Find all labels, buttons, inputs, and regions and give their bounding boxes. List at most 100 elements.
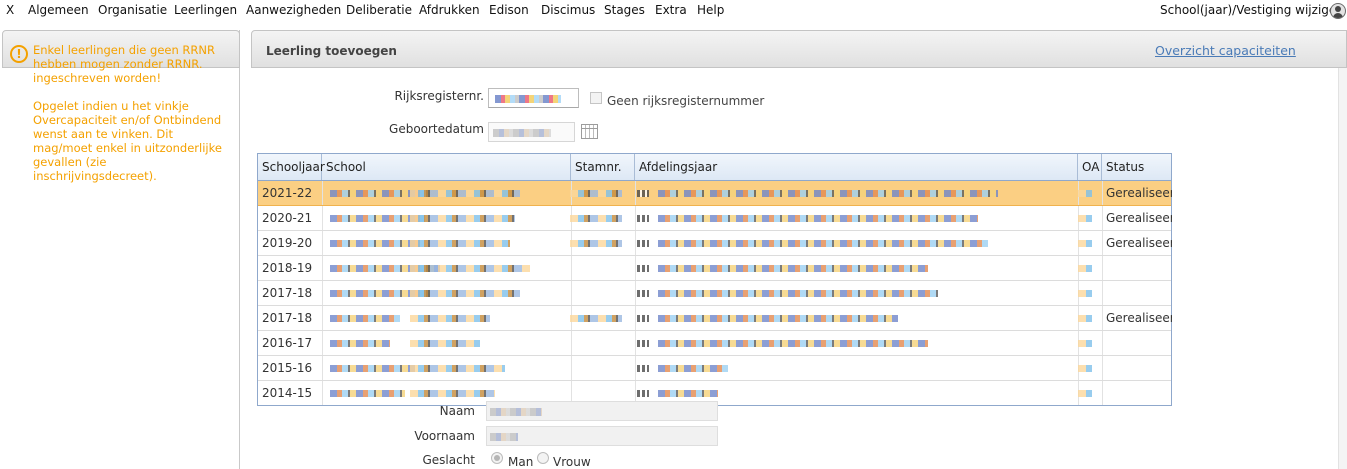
cell-status	[1102, 356, 1172, 380]
cell-schooljaar: 2018-19	[262, 261, 313, 275]
rrn-label: Rijksregisternr.	[394, 89, 484, 103]
redacted-school	[410, 190, 520, 197]
cell-status	[1102, 281, 1172, 305]
column-divider	[322, 231, 323, 255]
redacted-afdelingsjaar	[637, 265, 649, 272]
column-divider	[571, 256, 572, 280]
table-row[interactable]: 2014-15	[258, 381, 1171, 405]
column-divider	[571, 281, 572, 305]
table-row[interactable]: 2021-22Gerealiseerd	[258, 181, 1172, 206]
capacity-overview-link[interactable]: Overzicht capaciteiten	[1155, 43, 1296, 58]
gender-man-label: Man	[508, 455, 534, 469]
column-divider	[1102, 356, 1103, 380]
menu-discimus[interactable]: Discimus	[541, 3, 596, 17]
gender-man-radio[interactable]	[491, 452, 503, 464]
redacted-afdelingsjaar	[658, 390, 718, 397]
cell-status: Gerealiseerd	[1106, 311, 1172, 325]
column-divider	[571, 381, 572, 405]
column-divider	[1102, 181, 1103, 205]
menu-close[interactable]: X	[6, 3, 15, 17]
menu-deliberatie[interactable]: Deliberatie	[346, 3, 412, 17]
redacted-school	[330, 290, 430, 297]
column-divider	[1102, 306, 1103, 330]
menu-algemeen[interactable]: Algemeen	[28, 3, 89, 17]
column-divider	[635, 306, 636, 330]
redacted-afdelingsjaar	[658, 265, 928, 272]
redacted-afdelingsjaar	[658, 240, 988, 247]
column-header-stamnr[interactable]: Stamnr.	[571, 154, 635, 180]
column-divider	[322, 181, 323, 205]
menu-help[interactable]: Help	[697, 3, 725, 17]
redacted-school	[330, 265, 440, 272]
redacted-afdelingsjaar	[658, 190, 998, 197]
redacted-afdelingsjaar	[637, 390, 649, 397]
redacted-oa	[1078, 390, 1092, 397]
column-header-status[interactable]: Status	[1106, 160, 1145, 174]
vertical-scrollbar[interactable]	[1338, 68, 1347, 469]
table-row[interactable]: 2018-19	[258, 256, 1171, 281]
table-row[interactable]: 2016-17	[258, 331, 1171, 356]
redacted-oa	[1078, 365, 1092, 372]
redacted-stamnr	[570, 240, 622, 247]
dob-input[interactable]	[488, 122, 575, 142]
menu-extra[interactable]: Extra	[655, 3, 687, 17]
menu-aanwezigheden[interactable]: Aanwezigheden	[246, 3, 342, 17]
redacted-afdelingsjaar	[637, 365, 649, 372]
column-header-schooljaar[interactable]: Schooljaar	[258, 154, 325, 180]
redacted-oa	[1078, 215, 1092, 222]
gender-vrouw-label: Vrouw	[553, 455, 591, 469]
redacted-school	[330, 390, 405, 397]
redacted-school	[410, 290, 520, 297]
cell-schooljaar: 2020-21	[262, 211, 313, 225]
switch-school-link[interactable]: School(jaar)/Vestiging wijzigen	[1160, 3, 1344, 17]
table-row[interactable]: 2019-20Gerealiseerd	[258, 231, 1172, 256]
exclamation-circle-icon: !	[10, 45, 28, 63]
cell-schooljaar: 2017-18	[262, 311, 313, 325]
redacted-school	[410, 265, 530, 272]
grid-body: 2021-22Gerealiseerd2020-21Gerealiseerd20…	[258, 181, 1172, 405]
menu-leerlingen[interactable]: Leerlingen	[174, 3, 238, 17]
redacted-school	[330, 240, 420, 247]
menu-stages[interactable]: Stages	[604, 3, 645, 17]
menu-edison[interactable]: Edison	[489, 3, 529, 17]
no-rrn-checkbox[interactable]	[590, 92, 602, 104]
column-divider	[1102, 256, 1103, 280]
gender-vrouw-radio[interactable]	[537, 452, 549, 464]
redacted-afdelingsjaar	[658, 315, 898, 322]
redacted-school	[410, 315, 490, 322]
redacted-oa	[1078, 315, 1092, 322]
cell-status: Gerealiseerd	[1106, 211, 1172, 225]
redacted-school	[410, 340, 480, 347]
table-row[interactable]: 2017-18 Gerealiseerd	[258, 306, 1172, 331]
column-header-school[interactable]: School	[322, 154, 571, 180]
table-row[interactable]: 2015-16	[258, 356, 1171, 381]
rrn-input[interactable]	[488, 88, 579, 108]
user-icon[interactable]	[1330, 3, 1346, 19]
cell-schooljaar: 2019-20	[262, 236, 313, 250]
cell-status	[1102, 256, 1172, 280]
redacted-afdelingsjaar	[658, 215, 978, 222]
column-header-afdelingsjaar[interactable]: Afdelingsjaar	[635, 154, 1078, 180]
calendar-icon[interactable]	[581, 124, 598, 139]
column-header-oa[interactable]: OA	[1078, 154, 1102, 180]
menu-organisatie[interactable]: Organisatie	[98, 3, 168, 17]
voornaam-input[interactable]	[486, 426, 718, 446]
redacted-afdelingsjaar	[658, 340, 928, 347]
cell-status	[1102, 331, 1172, 355]
column-divider	[635, 356, 636, 380]
column-divider	[1102, 381, 1103, 405]
naam-input[interactable]	[486, 401, 718, 421]
dob-label: Geboortedatum	[389, 122, 484, 136]
menu-afdrukken[interactable]: Afdrukken	[419, 3, 480, 17]
column-divider	[635, 281, 636, 305]
redacted-stamnr	[570, 215, 622, 222]
redacted-afdelingsjaar	[637, 190, 649, 197]
table-row[interactable]: 2017-18	[258, 281, 1171, 306]
warning-text-overcapacity: Opgelet indien u het vinkje Overcapacite…	[33, 99, 222, 183]
page-title: Leerling toevoegen	[266, 44, 397, 58]
grid-header: Schooljaar School Stamnr. Afdelingsjaar …	[258, 154, 1171, 181]
column-divider	[635, 331, 636, 355]
redacted-value	[495, 95, 561, 103]
table-row[interactable]: 2020-21 Gerealiseerd	[258, 206, 1172, 231]
redacted-afdelingsjaar	[637, 240, 649, 247]
